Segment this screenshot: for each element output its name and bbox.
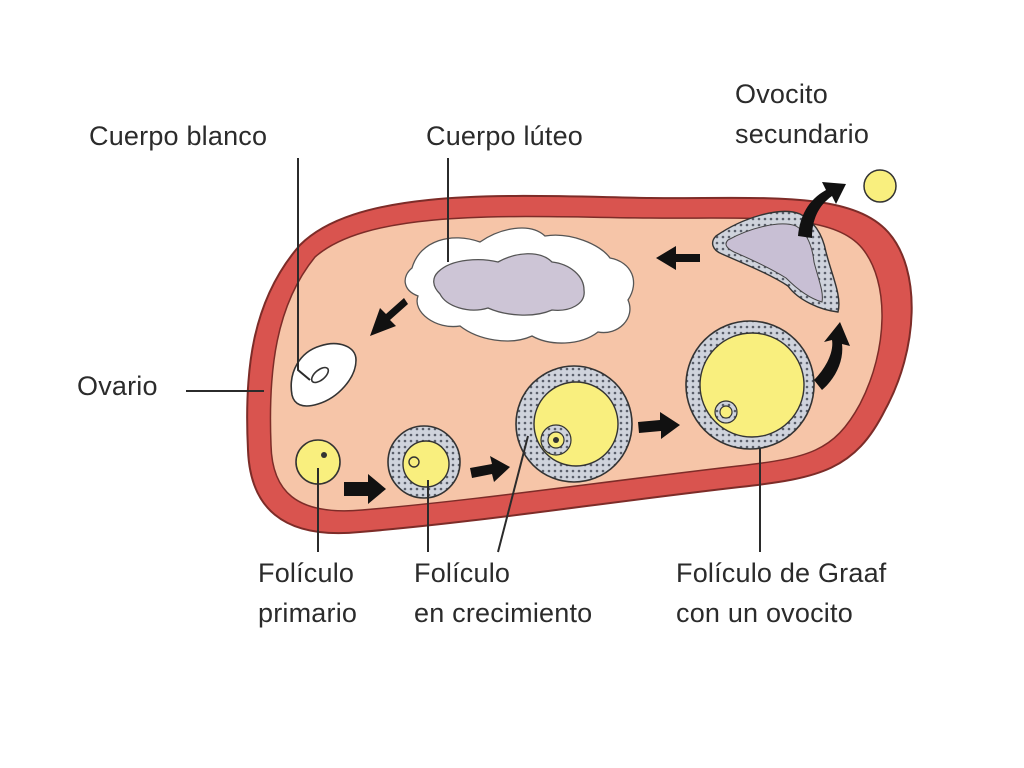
growing-follicle-nucleus (408, 456, 420, 468)
corpus-albicans (290, 342, 357, 407)
primary-follicle-nucleus (321, 452, 327, 458)
antral-follicle (515, 365, 633, 483)
label-foliculo-crecimiento-line2: en crecimiento (414, 598, 592, 628)
corpus-luteum-core (433, 253, 585, 316)
arrow-growing-to-antral (470, 456, 510, 482)
label-cuerpo-luteo: Cuerpo lúteo (426, 121, 583, 151)
label-ovocito-secundario-line2: secundario (735, 119, 869, 149)
antral-follicle-antrum (533, 381, 619, 467)
graafian-follicle (685, 320, 815, 450)
label-foliculo-graaf-line2: con un ovocito (676, 598, 853, 628)
arrow-ovulation-to-luteum (656, 246, 700, 270)
labels: Cuerpo blanco Cuerpo lúteo Ovocito secun… (77, 79, 887, 628)
secondary-oocyte (863, 169, 897, 203)
ruptured-follicle-cavity (725, 223, 823, 303)
arrow-oocyte-release (798, 182, 846, 238)
arrow-primary-to-growing (344, 474, 386, 504)
label-cuerpo-blanco: Cuerpo blanco (89, 121, 267, 151)
label-foliculo-crecimiento-line1: Folículo (414, 558, 510, 588)
arrow-luteum-to-albicans (370, 298, 408, 336)
label-foliculo-primario-line1: Folículo (258, 558, 354, 588)
corpus-albicans-body (290, 342, 357, 407)
corpus-luteum (404, 227, 635, 344)
graafian-follicle-oocyte (719, 405, 733, 419)
arrow-graafian-to-ovulation (814, 322, 850, 390)
arrow-antral-to-graafian (638, 412, 680, 439)
leader-cuerpo-blanco (297, 158, 311, 381)
corpus-albicans-core (310, 366, 330, 384)
leader-lines (186, 158, 761, 553)
label-ovocito-secundario-line1: Ovocito (735, 79, 828, 109)
label-foliculo-primario-line2: primario (258, 598, 357, 628)
label-foliculo-graaf-line1: Folículo de Graaf (676, 558, 887, 588)
label-ovario: Ovario (77, 371, 158, 401)
antral-follicle-nucleus (553, 437, 559, 443)
growing-follicle (387, 425, 461, 499)
cycle-arrows (344, 182, 850, 504)
graafian-follicle-antrum (699, 332, 805, 438)
primary-follicle (295, 439, 341, 485)
leader-foliculo-antral (497, 435, 529, 553)
growing-follicle-oocyte (402, 440, 450, 488)
